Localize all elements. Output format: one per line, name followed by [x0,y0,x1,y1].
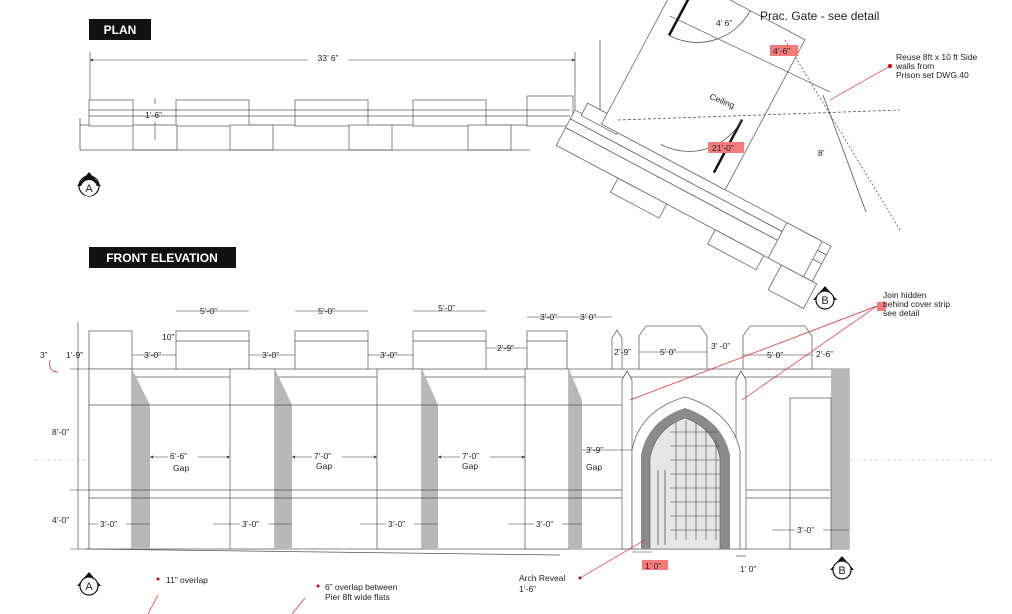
section-b-elev-label: B [838,565,845,577]
reuse-note-2: walls from [895,61,934,71]
merlon-dim-5a: 5’-0” [200,306,217,316]
plan-tag-box [89,19,151,40]
merlon [294,330,369,370]
gap-dim-7b: 7’-0” [462,451,479,461]
gate-width-redbox [770,45,798,56]
pier-dim-1: 3’-0” [100,519,117,529]
plan-tag: PLAN [104,23,137,37]
elev-dim-3-0b: 3’ 0” [580,312,596,322]
merlon-dim-5b: 5’-0” [318,306,335,316]
elev-dim-4-0: 4’-0” [52,515,69,525]
gate-title: Prac. Gate - see detail [760,9,879,23]
plan-pier [412,99,487,127]
bottom-dim-1-0: 1’ 0” [740,564,756,574]
section-a-elev-label: A [85,581,93,593]
crenel-dim-b: 3’-0” [262,350,279,360]
plan-back-block [348,124,393,151]
merlon [412,330,487,370]
elev-dim-5-0a: 5’ 0” [660,347,676,357]
plan-back-block [229,124,274,151]
plan-length-label: 33’ 6” [318,53,339,63]
section-a-plan-label: A [85,183,93,195]
arch-reveal-redbox [642,560,668,570]
front-elevation: FRONT ELEVATION [40,247,950,614]
overlap-11-note: 11” overlap [166,575,208,585]
join-note-3: see detail [883,308,919,318]
plan-view: PLAN 33’ 6” 1’-6” [77,0,978,310]
reuse-note-3: Prison set DWG.40 [896,70,969,80]
tower-merlon [742,325,813,370]
elev-dim-3-0a: 3’-0” [540,312,557,322]
elev-dim-2-9a: 2’-9” [497,343,514,353]
gap-word-3: Gap [462,461,478,471]
gap-word-4: Gap [586,462,602,472]
section-marker-b-elev [832,560,852,580]
gate-width-label: 4’ 6” [716,18,732,28]
crenel-dim-c: 3’-0” [380,350,397,360]
plan-depth-label: 1’-6” [145,110,162,120]
plan-pier [88,99,134,127]
reuse-note-1: Reuse 8ft x 10 ft Side [896,52,978,62]
gap-dim-7a: 7’-0” [314,451,331,461]
gap-dim-6-6: 6’-6” [170,451,187,461]
gate-width-red-label: 4’-6” [773,46,790,56]
plan-pier [294,99,369,127]
plan-back-block [467,124,512,151]
side-label: 8’ [818,148,825,158]
gap-word-1: Gap [173,463,189,473]
pier-dim-5: 3’-0” [797,525,814,535]
crenel-dim-a: 3’-0” [144,350,161,360]
join-note-1: Join hidden [883,290,927,300]
merlon-dim-5c: 5’-0” [438,303,455,313]
pier-dim-4: 3’-0” [536,519,553,529]
merlon [526,330,568,370]
merlon [175,330,250,370]
elevation-tag: FRONT ELEVATION [106,251,218,265]
tower-merlon [638,325,708,370]
section-marker-a-elev [79,576,99,596]
gap-word-2: Gap [316,461,332,471]
elev-dim-8-0: 8’-0” [52,427,69,437]
join-note-2: behind cover strip [883,299,950,309]
pier-dim-3: 3’-0” [388,519,405,529]
pier-dim-2: 3’-0” [242,519,259,529]
elev-dim-5-0b: 5’ 0” [767,350,783,360]
elev-dim-10in: 10” [162,332,174,342]
gate-door [649,417,721,550]
section-marker-b-plan [815,290,835,310]
elev-dim-2-6: 2’-6” [816,349,833,359]
elev-dim-3-0c: 3’ -0” [711,341,730,351]
plan-gatehouse [555,0,832,310]
overlap-6-note-1: 6” overlap between [325,582,398,592]
elev-dim-1-9: 1’-9” [66,350,83,360]
merlon [88,330,133,370]
gate-length-label: 21’-0” [712,143,734,153]
arch-reveal-red-label: 1’ 0” [645,561,661,571]
elevation-tag-box [89,247,236,268]
elev-dim-2-9b: 2’-9” [614,347,631,357]
elev-dim-3in: 3” [40,350,48,360]
gap-dim-3-9: 3’-9” [586,445,603,455]
plan-pier [526,95,574,127]
arch-reveal-note-2: 1’-6” [519,584,536,594]
plan-pier [175,99,250,127]
section-b-plan-label: B [821,295,828,307]
arch-reveal-note-1: Arch Reveal [519,573,565,583]
gate-length-redbox [708,142,744,153]
overlap-6-note-2: Pier 8ft wide flats [325,592,390,602]
portcullis-grid [670,420,720,540]
